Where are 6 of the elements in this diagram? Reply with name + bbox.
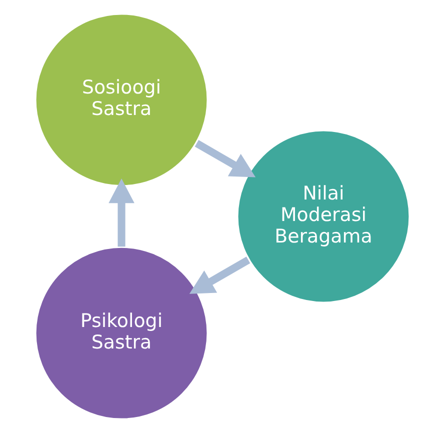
arrow — [189, 256, 250, 294]
node-circle: Psikologi Sastra — [34, 245, 210, 421]
arrow — [194, 140, 256, 178]
node-circle: Nilai Moderasi Beragama — [236, 128, 412, 304]
node-circle: Sosioogi Sastra — [34, 12, 210, 188]
arrow — [108, 178, 134, 247]
